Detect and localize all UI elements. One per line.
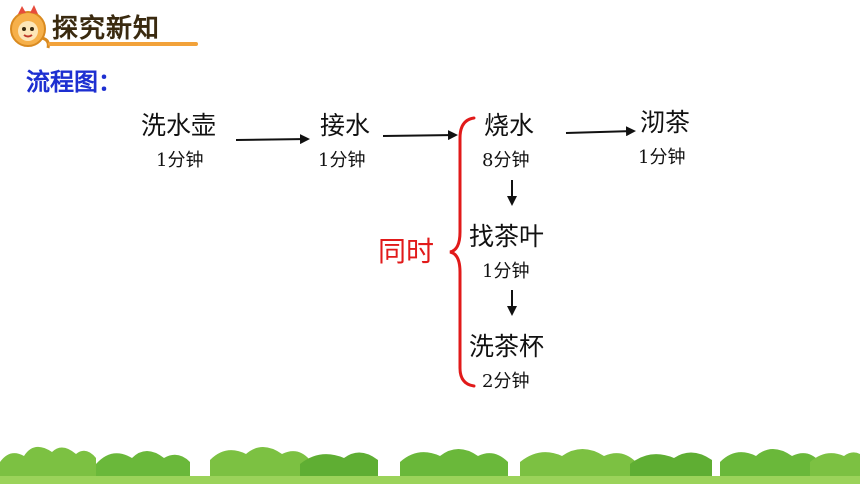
arrow-boil-to-brew <box>565 126 636 137</box>
arrow-wash-to-fill <box>235 134 310 145</box>
step-boil-water-name: 烧水 <box>484 111 535 140</box>
step-find-tea-leaves-duration: 1分钟 <box>482 261 530 282</box>
arrow-fill-to-boil <box>382 130 458 141</box>
header-title: 探究新知 <box>52 14 161 44</box>
step-brew-tea-duration: 1分钟 <box>638 147 686 168</box>
step-fill-water-name: 接水 <box>320 111 371 140</box>
step-wash-cups-duration: 2分钟 <box>482 371 530 392</box>
simultaneous-brace <box>449 116 476 388</box>
step-wash-cups-name: 洗茶杯 <box>469 332 545 361</box>
step-wash-kettle-duration: 1分钟 <box>156 150 204 171</box>
step-wash-kettle-name: 洗水壶 <box>141 111 217 140</box>
flowchart-title: 流程图： <box>26 68 122 96</box>
step-fill-water-duration: 1分钟 <box>318 150 366 171</box>
header: 探究新知 <box>8 2 198 50</box>
header-underline <box>48 42 198 46</box>
step-find-tea-leaves-name: 找茶叶 <box>469 222 545 251</box>
step-boil-water-duration: 8分钟 <box>482 150 530 171</box>
grass-decoration <box>0 446 860 484</box>
step-brew-tea-name: 沏茶 <box>640 108 691 137</box>
simultaneous-label: 同时 <box>378 235 435 268</box>
cartoon-character-icon <box>10 5 50 49</box>
